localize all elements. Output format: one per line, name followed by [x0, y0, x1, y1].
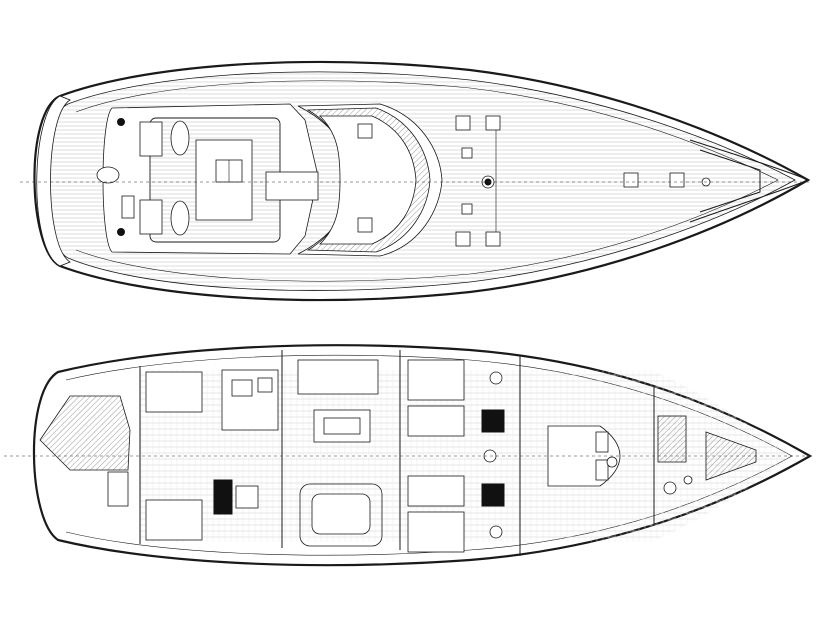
cabin-sole [140, 370, 790, 542]
helm-seat-port [139, 121, 163, 157]
head-shower-starboard [481, 483, 505, 507]
stern-transom [36, 95, 71, 267]
nav-seat [235, 485, 259, 509]
mid-cabin-berth-port-2 [407, 405, 465, 437]
head-shower-port [481, 409, 505, 433]
saloon-coffee-table-inner [323, 417, 361, 435]
deck-hatch-7[interactable] [623, 172, 639, 188]
engine-box [107, 471, 129, 507]
stern-winch-starboard [117, 228, 125, 236]
saloon-sofa-port [297, 359, 379, 395]
interior-layout-view [4, 344, 813, 567]
deck-hatch-4[interactable] [485, 231, 501, 247]
deckhouse-window-port [357, 123, 373, 139]
deck-hatch-2[interactable] [485, 115, 501, 131]
helm-wheel-starboard[interactable] [170, 200, 190, 236]
deck-hatch-5[interactable] [461, 147, 473, 159]
head-toilet-starboard [489, 525, 503, 539]
aft-hatch-oval [96, 166, 120, 184]
aft-cabin-berth-starboard [145, 499, 203, 541]
mid-cabin-berth-port-1 [407, 359, 465, 401]
anchor-locker [699, 149, 761, 213]
nav-station [213, 479, 233, 515]
master-berth-pillow-starboard [595, 459, 609, 481]
forepeak-basin [683, 475, 693, 485]
aft-locker-port [121, 195, 135, 219]
deckhouse-window-starboard [357, 217, 373, 233]
mid-cabin-berth-starboard-2 [407, 511, 465, 553]
stern-winch-port [117, 118, 125, 126]
aft-cabin-berth-port [145, 371, 203, 413]
mid-cabin-berth-starboard-1 [407, 475, 465, 507]
companionway-hatch[interactable] [265, 171, 319, 201]
deck-hatch-1[interactable] [455, 115, 471, 131]
lazarette [39, 395, 131, 471]
galley-sink [257, 377, 273, 393]
toe-rail [75, 80, 779, 282]
master-basin [606, 456, 618, 468]
bow-pulpit [689, 139, 810, 223]
head-toilet-port [489, 371, 503, 385]
galley-stove [231, 379, 253, 397]
forepeak-toilet [663, 481, 677, 495]
helm-seat-starboard [139, 199, 163, 235]
deckhouse-roof [319, 115, 417, 245]
deck-plan-view [20, 60, 812, 302]
forepeak-locker [657, 415, 687, 463]
helm-wheel-port[interactable] [170, 120, 190, 156]
deck-hatch-6[interactable] [461, 203, 473, 215]
dining-table [311, 493, 371, 535]
deck-hatch-3[interactable] [455, 231, 471, 247]
deck-hatch-8[interactable] [669, 172, 685, 188]
master-berth-pillow-port [595, 431, 609, 453]
dining-settee [299, 483, 383, 547]
